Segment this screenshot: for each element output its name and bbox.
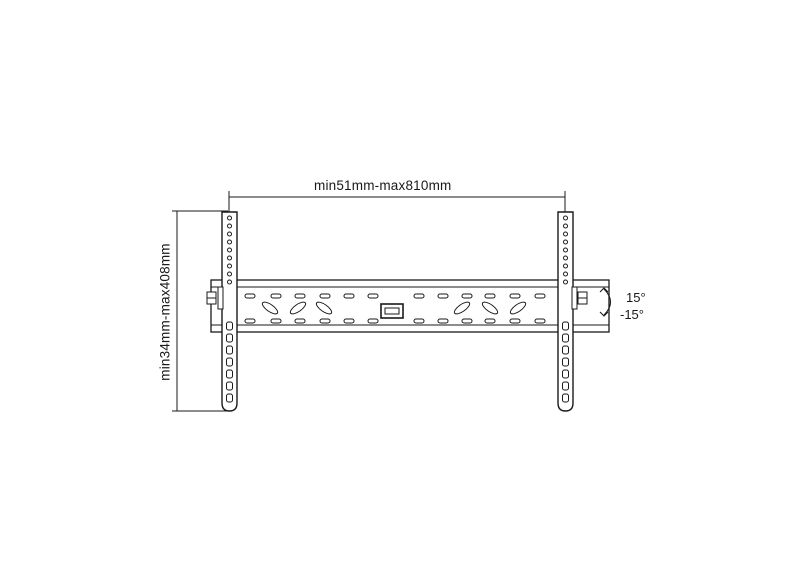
bracket-slot [562, 345, 569, 355]
plate-slot [319, 318, 331, 324]
plate-slot [244, 318, 256, 324]
bracket-hole [227, 223, 232, 229]
bracket-hole [227, 255, 232, 261]
right-vertical-bracket [557, 211, 588, 412]
bracket-hole [563, 231, 568, 237]
plate-slot [509, 318, 521, 324]
bracket-hole [227, 215, 232, 221]
bracket-slot [226, 345, 233, 355]
bracket-hole [563, 271, 568, 277]
plate-slot [534, 318, 546, 324]
right-tilt-knob [571, 286, 588, 310]
bracket-hole [563, 263, 568, 269]
bracket-slot [562, 369, 569, 379]
center-lock [380, 303, 404, 319]
plate-slot [270, 293, 282, 299]
bracket-hole [563, 239, 568, 245]
bracket-hole [563, 247, 568, 253]
bracket-hole [563, 279, 568, 285]
left-bracket-outline [221, 211, 238, 412]
plate-slot [343, 293, 355, 299]
bracket-hole [227, 231, 232, 237]
plate-slot [367, 318, 379, 324]
bracket-slot [226, 369, 233, 379]
bracket-slot [226, 321, 233, 331]
bracket-hole [227, 279, 232, 285]
bracket-hole [563, 255, 568, 261]
bracket-slot [562, 333, 569, 343]
plate-slot [437, 318, 449, 324]
plate-slot [343, 318, 355, 324]
wall-plate [210, 279, 610, 333]
plate-slot [534, 293, 546, 299]
tilt-arrow [599, 287, 612, 317]
bracket-slot [562, 357, 569, 367]
plate-slot [413, 293, 425, 299]
bracket-slot [226, 393, 233, 403]
plate-oval-cutout [509, 301, 527, 315]
bracket-slot [562, 321, 569, 331]
bracket-hole [227, 263, 232, 269]
plate-slot [413, 318, 425, 324]
left-tilt-knob [206, 286, 224, 310]
plate-slot [294, 293, 306, 299]
bracket-slot [562, 381, 569, 391]
bracket-slot [562, 393, 569, 403]
plate-slot [461, 318, 473, 324]
plate-slot [244, 293, 256, 299]
plate-slot [367, 293, 379, 299]
plate-oval-cutout [289, 301, 307, 315]
bracket-slot [226, 333, 233, 343]
dimension-lines [172, 191, 566, 412]
plate-oval-cutout [453, 301, 471, 315]
plate-slot [509, 293, 521, 299]
width-dimension-label: min51mm-max810mm [314, 178, 452, 193]
bracket-slot [226, 357, 233, 367]
plate-slot [437, 293, 449, 299]
bracket-hole [227, 271, 232, 277]
left-vertical-bracket [206, 211, 238, 412]
plate-slot [484, 293, 496, 299]
bracket-hole [563, 215, 568, 221]
tilt-up-label: 15° [626, 290, 646, 305]
plate-slot [270, 318, 282, 324]
plate-slot [484, 318, 496, 324]
plate-oval-cutout [315, 301, 333, 315]
bracket-hole [227, 247, 232, 253]
right-bracket-outline [557, 211, 574, 412]
plate-oval-cutout [481, 301, 499, 315]
plate-slot [319, 293, 331, 299]
plate-slot [461, 293, 473, 299]
tilt-down-label: -15° [620, 307, 644, 322]
bracket-hole [227, 239, 232, 245]
bracket-hole [563, 223, 568, 229]
plate-oval-cutout [261, 301, 279, 315]
bracket-slot [226, 381, 233, 391]
plate-slot [294, 318, 306, 324]
height-dimension-label: min34mm-max408mm [157, 243, 173, 381]
